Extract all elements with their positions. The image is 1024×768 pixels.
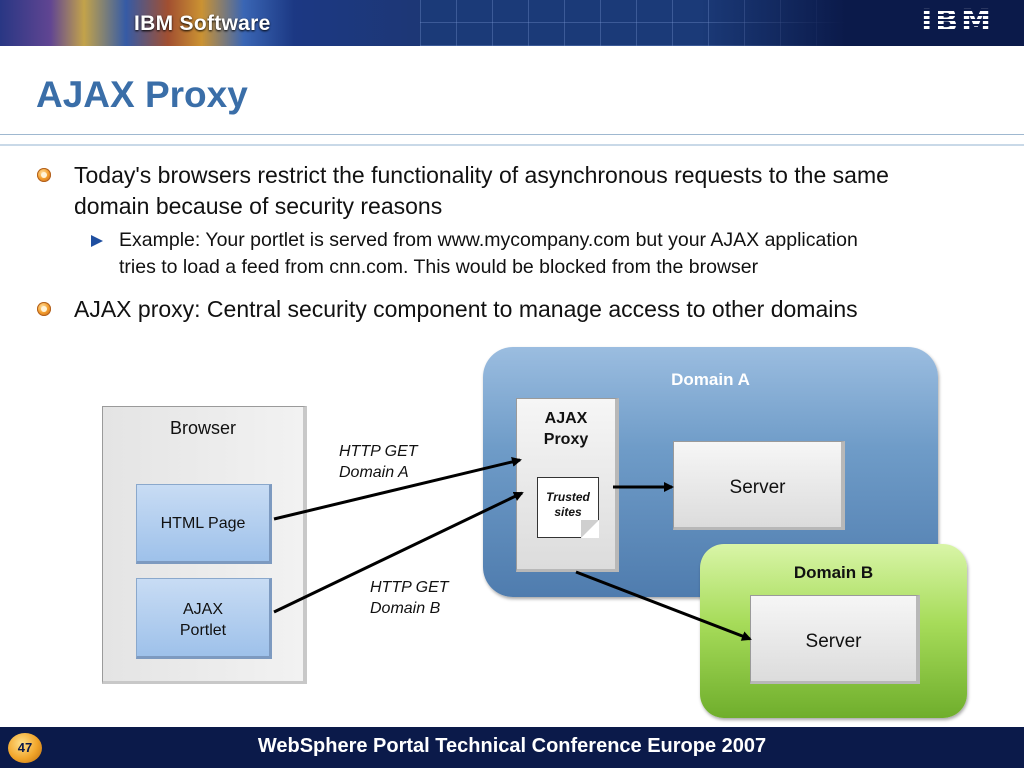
html-page-label: HTML Page [160, 515, 246, 532]
footer-conference-title: WebSphere Portal Technical Conference Eu… [257, 735, 767, 757]
arrow-portlet-to-proxy [273, 491, 524, 614]
browser-label: Browser [169, 418, 236, 438]
domain-b-label: Domain B [793, 563, 874, 582]
banner-photo-strip [0, 0, 420, 46]
title-divider [0, 134, 1024, 135]
http-get-b-line-1: HTTP GET [370, 579, 449, 596]
banner-fade [700, 0, 1024, 46]
trusted-sites-document: Trusted sites [537, 477, 599, 538]
orange-bullet-icon [37, 302, 51, 316]
sub-bullet-line-1: Example: Your portlet is served from www… [119, 229, 858, 251]
page-title: AJAX Proxy [36, 74, 248, 115]
ajax-proxy-line-2: Proxy [543, 431, 589, 448]
arrow-proxy-to-server-b [575, 570, 752, 641]
orange-bullet-icon [37, 168, 51, 182]
sub-bullet-line-2: tries to load a feed from cnn.com. This … [119, 256, 759, 278]
server-a-box: Server [673, 441, 845, 530]
sub-bullet-text: Example: Your portlet is served from www… [119, 227, 858, 281]
trusted-sites-line-2: sites [554, 505, 582, 519]
bullet-1-line-2: domain because of security reasons [74, 193, 443, 219]
blue-arrow-bullet-icon [91, 235, 103, 247]
ajax-portlet-label: AJAX Portlet [137, 599, 269, 641]
title-divider-lower [0, 144, 1024, 146]
bullet-2-text: AJAX proxy: Central security component t… [74, 296, 858, 322]
http-get-domain-a-label: HTTP GET Domain A [339, 441, 418, 483]
arrow-html-page-to-proxy [273, 457, 522, 521]
domain-a-label: Domain A [671, 370, 750, 389]
ajax-proxy-label: AJAX Proxy [517, 408, 615, 450]
html-page-box: HTML Page [136, 484, 272, 564]
header-banner: IBM Software IBM [0, 0, 1024, 46]
bullet-1-text: Today's browsers restrict the functional… [74, 160, 889, 222]
page-fold-icon [581, 520, 599, 538]
ibm-logo: IBM [921, 4, 994, 39]
ajax-portlet-line-1: AJAX [182, 601, 223, 618]
http-get-b-line-2: Domain B [370, 600, 441, 617]
http-get-a-line-2: Domain A [339, 464, 409, 481]
http-get-domain-b-label: HTTP GET Domain B [370, 577, 449, 619]
banner-product-title: IBM Software [134, 12, 271, 35]
trusted-sites-line-1: Trusted [546, 490, 590, 504]
footer-bar: WebSphere Portal Technical Conference Eu… [0, 727, 1024, 768]
ajax-portlet-line-2: Portlet [179, 622, 227, 639]
bullet-1-line-1: Today's browsers restrict the functional… [74, 162, 889, 188]
server-b-label: Server [805, 631, 862, 652]
page-number: 47 [17, 740, 33, 755]
http-get-a-line-1: HTTP GET [339, 443, 418, 460]
ajax-proxy-line-1: AJAX [544, 410, 588, 427]
trusted-sites-label: Trusted sites [538, 490, 598, 520]
server-b-box: Server [750, 595, 920, 684]
ajax-portlet-box: AJAX Portlet [136, 578, 272, 659]
server-a-label: Server [729, 477, 786, 498]
page-number-badge: 47 [8, 733, 42, 763]
